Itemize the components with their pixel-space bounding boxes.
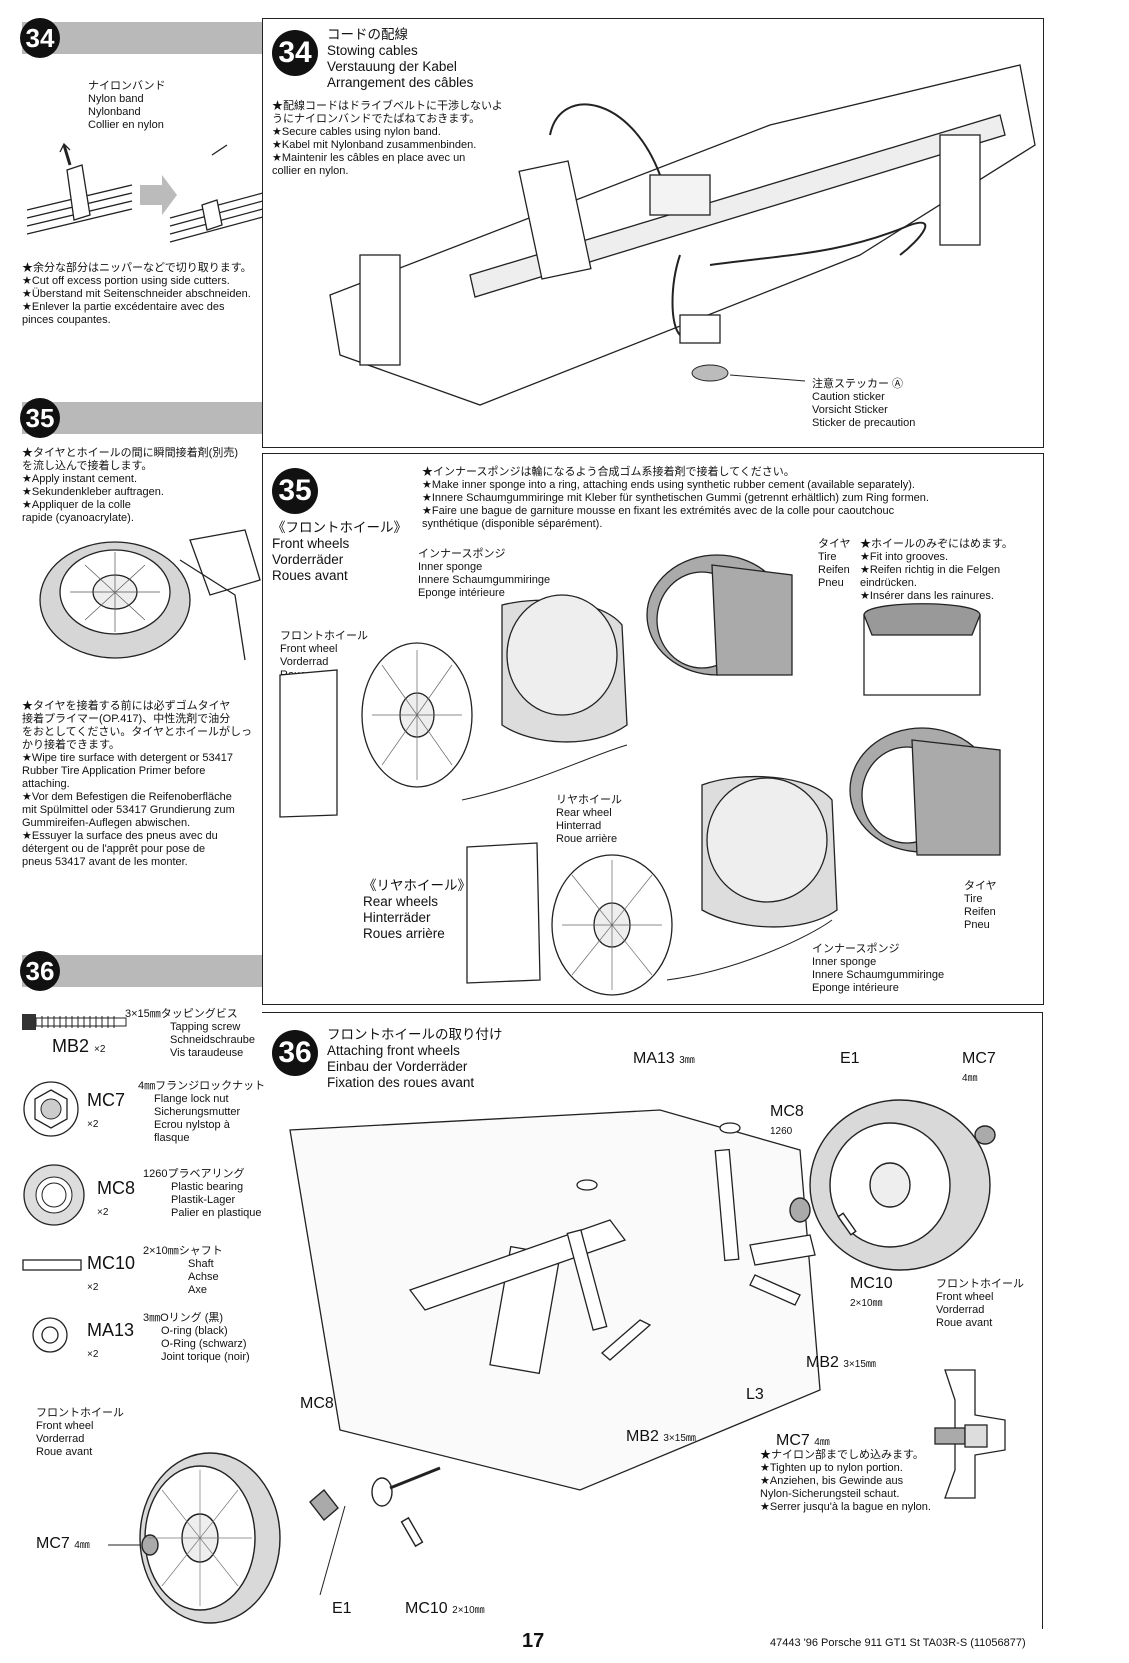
step34-side-number: 34 (20, 18, 60, 58)
step36-title: フロントホイールの取り付け Attaching front wheels Ein… (327, 1027, 503, 1090)
inner-sponge-label-a: インナースポンジ Inner sponge Innere Schaumgummi… (418, 548, 551, 599)
step36-frame (262, 1012, 1043, 1629)
part-ma13-desc: 3㎜Oリング (黒) O-ring (black) O-Ring (schwar… (143, 1312, 250, 1363)
l3-label: L3 (746, 1386, 764, 1403)
step34-side-notes: ★余分な部分はニッパーなどで切り取ります。 ★Cut off excess po… (22, 262, 252, 326)
part-ma13-code: MA13×2 (87, 1320, 135, 1360)
step34-number: 34 (272, 30, 318, 76)
tire-wheel-exploded-illustration (279, 554, 1001, 996)
part-mc8-code: MC8×2 (97, 1178, 136, 1218)
step34-nylon-band-label: ナイロンバンド Nylon band Nylonband Collier en … (88, 80, 166, 131)
glue-wheel-illustration (39, 529, 261, 661)
mc7-bottom-label: MC7 4㎜ (776, 1432, 830, 1449)
left-mc10-label: MC10 2×10㎜ (405, 1600, 485, 1617)
step36-number: 36 (272, 1030, 318, 1076)
step35-top-notes: ★インナースポンジは輪になるよう合成ゴム系接着剤で接着してください。 ★Make… (422, 466, 929, 530)
step35-rear-wheels-heading: 《リヤホイール》 Rear wheels Hinterräder Roues a… (363, 878, 471, 941)
chassis-cable-illustration (329, 64, 1036, 406)
nylon-band-illustration (26, 142, 275, 243)
part-mc10-code: MC10×2 (87, 1253, 136, 1293)
plastic-bearing-icon (23, 1164, 85, 1226)
left-e1-label: E1 (332, 1600, 352, 1617)
mb2-right-label: MB2 3×15㎜ (806, 1354, 876, 1371)
shaft-icon (22, 1259, 82, 1271)
step36-side-header-bar (22, 955, 267, 987)
step36-side-number: 36 (20, 951, 60, 991)
tire-label-a: タイヤ Tire Reifen Pneu (818, 538, 851, 589)
page-number: 17 (522, 1630, 545, 1652)
part-mc8-desc: 1260プラベアリング Plastic bearing Plastik-Lage… (143, 1168, 262, 1219)
mc7-tighten-notes: ★ナイロン部までしめ込みます。 ★Tighten up to nylon por… (760, 1449, 931, 1513)
part-mc10-desc: 2×10㎜シャフト Shaft Achse Axe (143, 1245, 223, 1296)
ma13-label: MA13 3㎜ (633, 1050, 695, 1067)
flange-lock-nut-icon (23, 1081, 79, 1137)
part-mc7-desc: 4㎜フランジロックナット Flange lock nut Sicherungsm… (138, 1080, 266, 1144)
step35-number: 35 (272, 468, 318, 514)
part-mb2-code: MB2 ×2 (52, 1036, 106, 1056)
tapping-screw-icon (22, 1014, 127, 1030)
tire-fit-notes: ★ホイールのみぞにはめます。 ★Fit into grooves. ★Reife… (860, 538, 1013, 602)
part-mb2-desc: 3×15㎜タッピングビス Tapping screw Schneidschrau… (125, 1008, 256, 1059)
rear-wheel-label: リヤホイール Rear wheel Hinterrad Roue arrière (556, 794, 622, 845)
left-front-wheel-label: フロントホイール Front wheel Vorderrad Roue avan… (36, 1407, 124, 1458)
step35-side-header-bar (22, 402, 267, 434)
step35-side-notes-a: ★タイヤとホイールの間に瞬間接着剤(別売) を流し込んで接着します。 ★Appl… (22, 447, 238, 524)
inner-sponge-label-b: インナースポンジ Inner sponge Innere Schaumgummi… (812, 943, 945, 994)
catalog-footer: 47443 '96 Porsche 911 GT1 St TA03R-S (11… (770, 1637, 1026, 1649)
o-ring-icon (32, 1317, 68, 1353)
front-suspension-illustration (289, 1109, 821, 1491)
lock-nut-detail-illustration (934, 1369, 1006, 1499)
right-wheel-illustration (789, 1099, 996, 1271)
e1-label: E1 (840, 1050, 860, 1067)
step35-front-wheels-heading: 《フロントホイール》 Front wheels Vorderräder Roue… (272, 520, 407, 583)
caution-sticker-label: 注意ステッカー Ⓐ Caution sticker Vorsicht Stick… (812, 378, 916, 429)
left-mc7-label: MC7 4㎜ (36, 1535, 90, 1552)
step35-side-notes-b: ★タイヤを接着する前には必ずゴムタイヤ 接着プライマー(OP.417)、中性洗剤… (22, 700, 253, 868)
step34-title: コードの配線 Stowing cables Verstauung der Kab… (327, 27, 474, 90)
step34-notes: ★配線コードはドライブベルトに干渉しないよ うにナイロンバンドでたばねておきます… (272, 100, 503, 177)
step35-side-number: 35 (20, 398, 60, 438)
tire-label-b: タイヤ Tire Reifen Pneu (964, 880, 997, 931)
front-wheel-right-label: フロントホイール Front wheel Vorderrad Roue avan… (936, 1278, 1024, 1329)
mb2-bottom-label: MB2 3×15㎜ (626, 1428, 696, 1445)
step34-side-header-bar (22, 22, 267, 54)
left-wheel-exploded-illustration (108, 1452, 441, 1624)
part-mc7-code: MC7×2 (87, 1090, 126, 1130)
